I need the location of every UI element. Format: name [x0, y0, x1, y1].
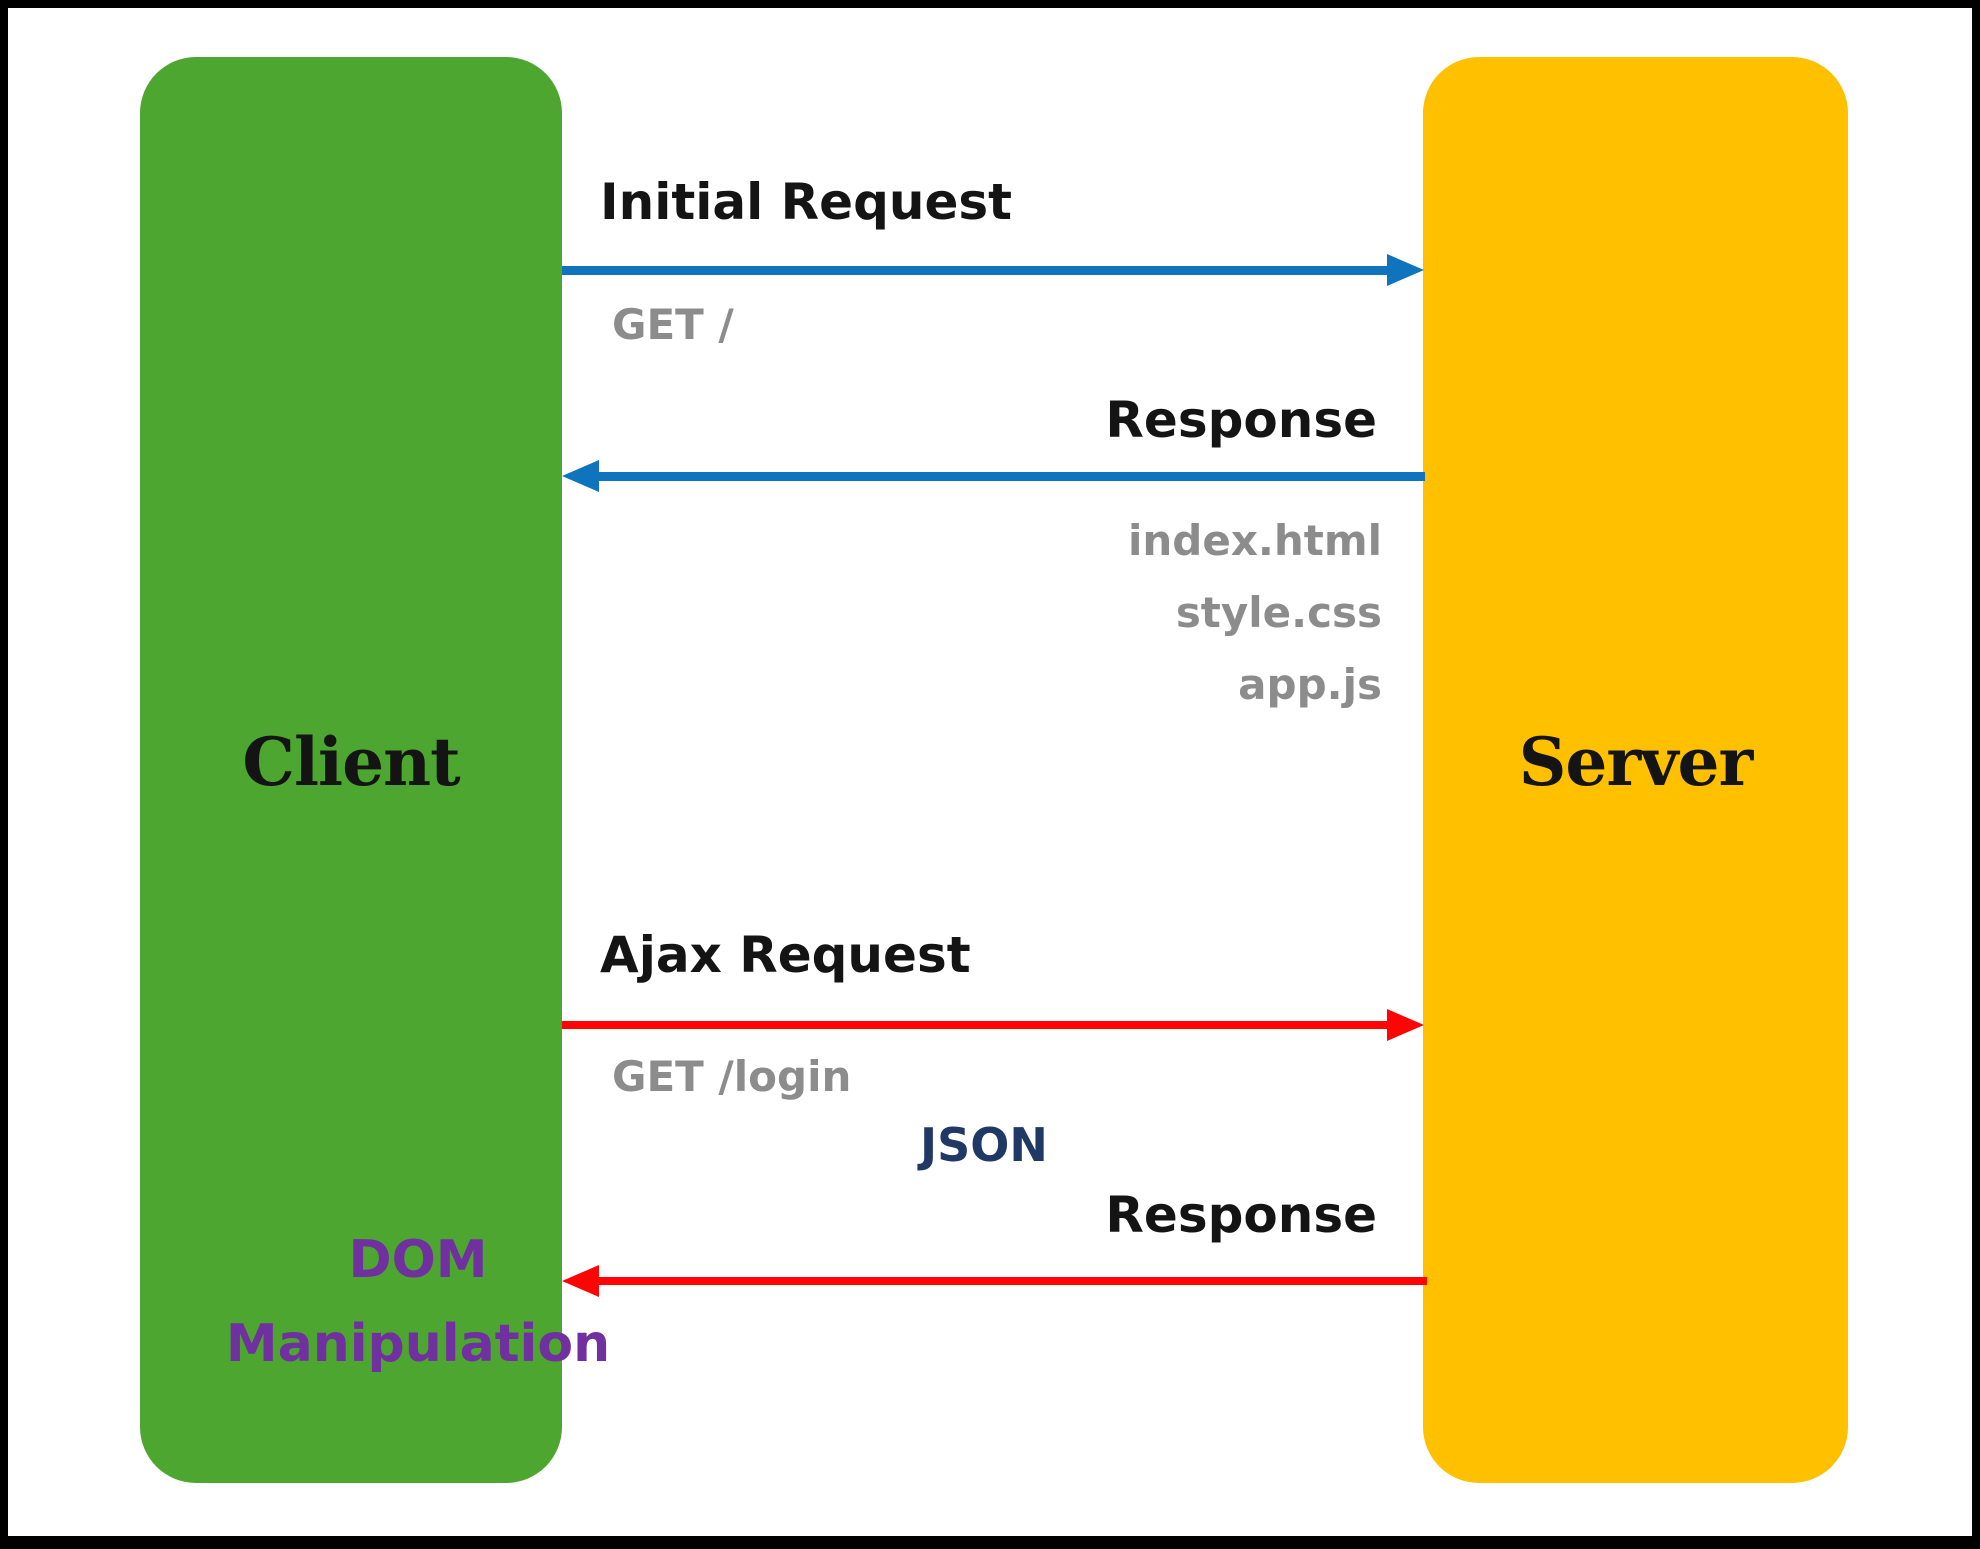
- dom-manipulation-line1: DOM: [348, 1230, 488, 1290]
- client-label: Client: [242, 723, 460, 801]
- ajax-response-label: Response: [1105, 1186, 1377, 1244]
- server-box: [1423, 57, 1848, 1483]
- initial-response-arrow-line: [598, 472, 1425, 481]
- initial-request-arrow-line: [562, 266, 1388, 275]
- ajax-request-label: Ajax Request: [600, 926, 971, 984]
- client-box: [140, 57, 562, 1483]
- dom-manipulation-line2: Manipulation: [225, 1314, 611, 1374]
- json-format-label: JSON: [920, 1118, 1048, 1172]
- initial-request-detail: GET /: [612, 300, 734, 349]
- ajax-response-arrowhead-icon: [562, 1265, 599, 1297]
- initial-response-files: index.html style.css app.js: [1128, 505, 1382, 721]
- file-item: index.html: [1127, 516, 1382, 565]
- ajax-response-arrow-line: [598, 1277, 1427, 1285]
- initial-response-arrowhead-icon: [562, 460, 599, 492]
- ajax-request-detail: GET /login: [612, 1052, 852, 1101]
- initial-request-label: Initial Request: [600, 173, 1013, 231]
- ajax-request-arrowhead-icon: [1387, 1009, 1424, 1041]
- file-item: app.js: [1238, 660, 1382, 709]
- initial-response-label: Response: [1105, 391, 1377, 449]
- file-item: style.css: [1175, 588, 1382, 637]
- ajax-request-arrow-line: [562, 1021, 1387, 1029]
- dom-manipulation-label: DOM Manipulation: [168, 1218, 668, 1386]
- initial-request-arrowhead-icon: [1387, 254, 1424, 286]
- server-label: Server: [1518, 723, 1754, 801]
